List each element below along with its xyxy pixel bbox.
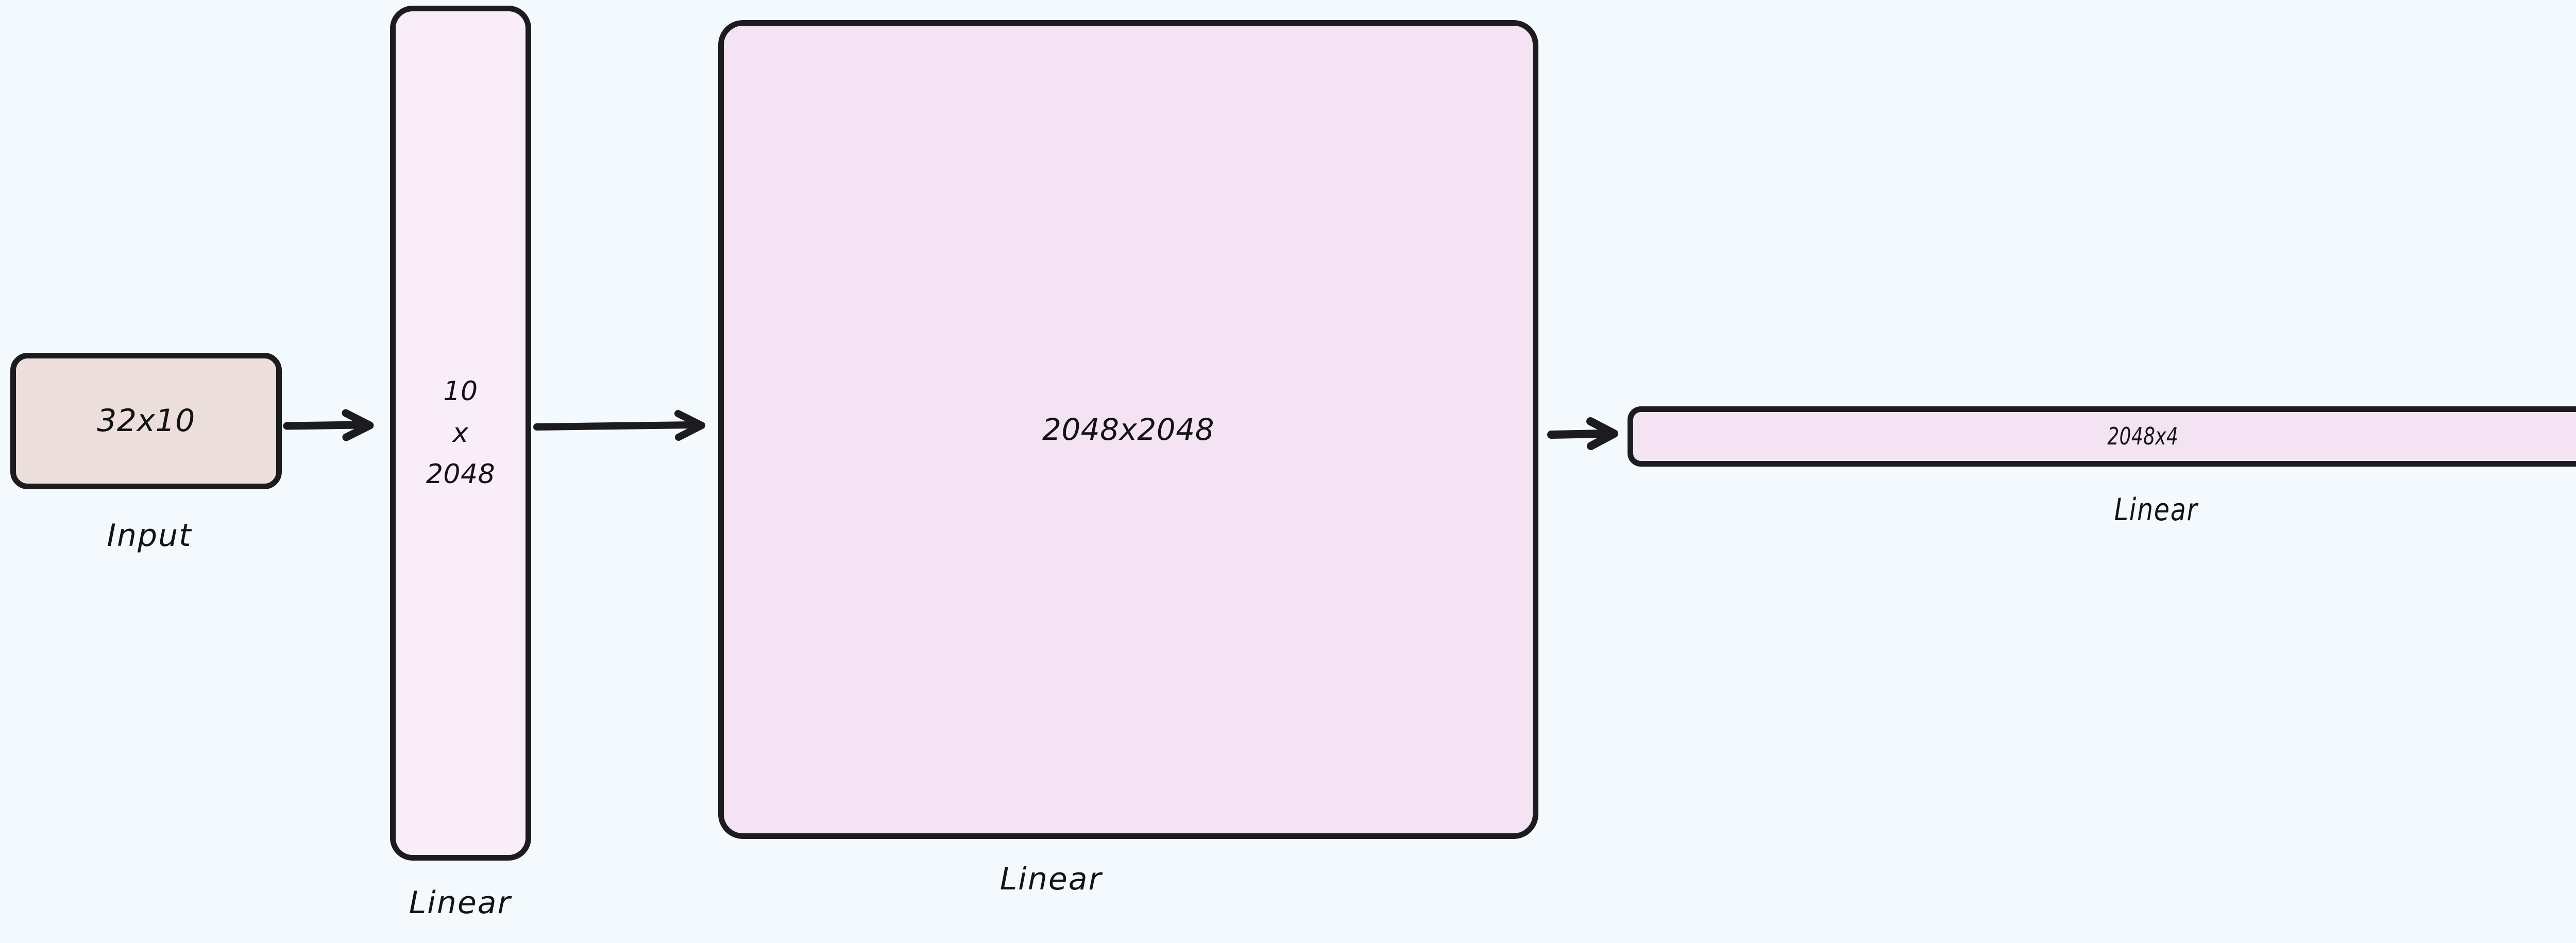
node-input[interactable]: 32x10 — [10, 353, 282, 489]
caption-input: Input — [107, 518, 192, 554]
edge-2-arrow-right-icon — [533, 410, 715, 441]
caption-linear2: Linear — [999, 861, 1103, 897]
caption-linear1: Linear — [409, 885, 512, 921]
caption-linear3: Linear — [2114, 492, 2198, 528]
node-linear2[interactable]: 2048x2048 — [718, 20, 1538, 839]
node-linear3-shape-label: 2048x4 — [2107, 422, 2179, 451]
node-linear2-shape-label: 2048x2048 — [1042, 412, 1215, 447]
node-linear1[interactable]: 10 x 2048 — [390, 6, 531, 861]
edge-3-arrow-right-icon — [1547, 417, 1625, 450]
edge-1-arrow-right-icon — [283, 409, 384, 441]
node-linear3[interactable]: 2048x4 — [1628, 406, 2576, 467]
node-linear1-shape-label: 10 x 2048 — [426, 376, 496, 490]
node-input-shape-label: 32x10 — [97, 403, 195, 439]
